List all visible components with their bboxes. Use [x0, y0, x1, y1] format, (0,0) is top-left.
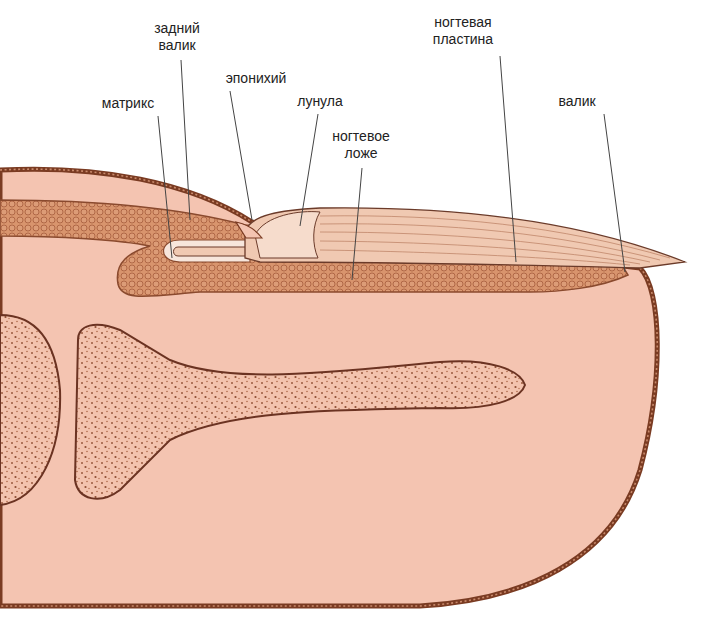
lunula [255, 212, 320, 258]
part-label: лунула [280, 93, 360, 110]
leader-lines [158, 56, 625, 280]
distal-phalanx [75, 325, 525, 499]
part-label: эпонихий [211, 70, 301, 87]
part-label: задний валик [146, 20, 208, 54]
nail-plate [245, 208, 685, 268]
part-label: матрикс [83, 95, 173, 112]
part-label: валик [542, 93, 612, 110]
part-label: ногтевая пластина [421, 14, 505, 48]
middle-phalanx [0, 315, 60, 505]
eponychium [236, 222, 262, 238]
part-label: ногтевое ложе [323, 128, 399, 162]
nail-root [174, 247, 256, 256]
nail-fibers [320, 216, 670, 265]
